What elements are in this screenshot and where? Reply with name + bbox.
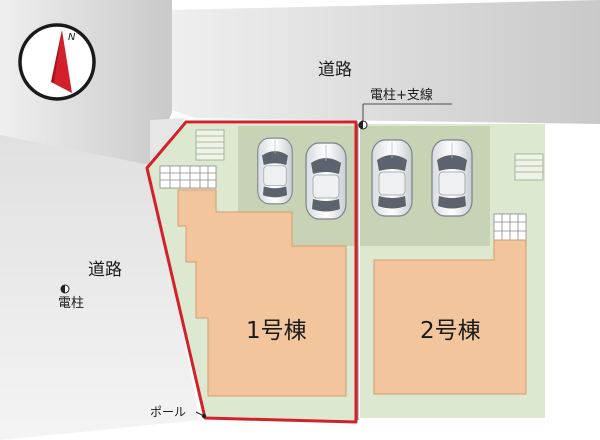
- entrance-steps: [195, 129, 225, 161]
- building-lot-2: [373, 239, 527, 395]
- car-lot-2-a: [371, 139, 413, 217]
- car-lot-2-b: [431, 139, 473, 217]
- road-left-label: 道路: [88, 260, 122, 280]
- car-lot-1-b: [305, 142, 347, 220]
- utility-pole-left-icon: [60, 284, 70, 294]
- north-arrow-icon: [18, 23, 96, 101]
- compass-north-label: N: [68, 32, 76, 43]
- road-top-label: 道路: [318, 60, 352, 80]
- utility-pole-top-icon: [358, 103, 452, 130]
- building-lot-1: [177, 189, 347, 397]
- wood-deck-lot-1: [159, 165, 217, 189]
- car-lot-1-a: [257, 137, 293, 205]
- side-steps: [514, 153, 544, 181]
- lot-1-outline: [145, 120, 358, 424]
- utility-pole-top-label: 電柱+支線: [370, 87, 433, 103]
- pole-marker-label: ポール: [150, 405, 186, 419]
- lot-2-label: 2号棟: [420, 318, 481, 344]
- utility-pole-left-label: 電柱: [58, 296, 84, 311]
- lot-1-label: 1号棟: [246, 318, 307, 344]
- road-left: [0, 135, 200, 440]
- wood-deck-lot-2: [493, 213, 527, 241]
- pole-marker-icon: [195, 411, 207, 419]
- road-top: [172, 0, 600, 124]
